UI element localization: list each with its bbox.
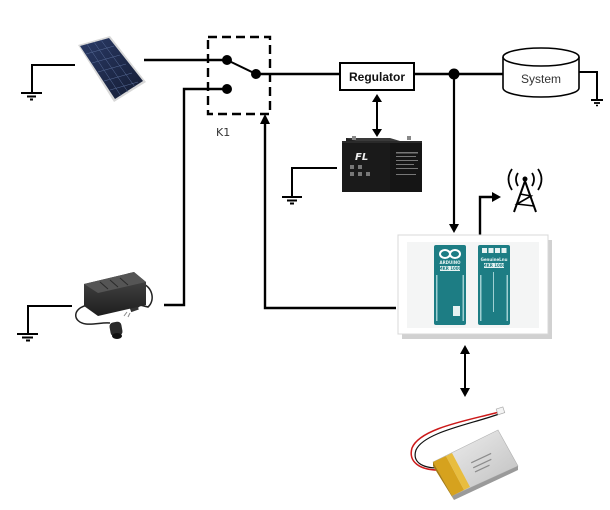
radio-tower-icon: [507, 168, 543, 213]
battery-icon: FL: [342, 136, 422, 192]
board-1-name: ARDUINO: [440, 260, 462, 265]
relay-k1: K1: [206, 35, 272, 139]
genuino-board: GenuineLnu MKR 1000: [478, 245, 510, 325]
system-block: System: [502, 47, 580, 98]
ground-symbol-adapter: [17, 305, 72, 342]
solar-panel-icon: [78, 36, 146, 102]
ground-symbol-battery: [282, 167, 337, 205]
board-1-model: MKR 1000: [439, 266, 462, 271]
battery-brand: FL: [355, 152, 368, 163]
relay-dashed-box: [206, 35, 272, 116]
regulator-battery-arrow: [372, 94, 382, 137]
junction-to-board-arrow: [449, 74, 459, 233]
board-2-model: MKR 1000: [483, 263, 506, 268]
microcontroller-module: ARDUINO MKR 1000 GenuineLnu MKR 1000: [397, 234, 552, 339]
wire-adapter-to-relay: [164, 87, 227, 307]
regulator-label: Regulator: [349, 70, 405, 84]
system-label: System: [521, 72, 561, 86]
arduino-board: ARDUINO MKR 1000: [434, 245, 466, 325]
ac-adapter-icon: [75, 272, 153, 339]
board-lipo-arrow: [460, 345, 470, 397]
board-to-antenna-arrow: [478, 192, 501, 235]
ground-symbol-system: [579, 71, 603, 107]
ground-symbol-solar: [21, 64, 75, 101]
lipo-battery-icon: [410, 406, 519, 500]
regulator-block: Regulator: [339, 62, 415, 91]
relay-label: K1: [216, 126, 230, 139]
infinity-logo: [439, 249, 461, 259]
board-2-name: GenuineLnu: [481, 257, 508, 262]
board-to-relay-control-arrow: [260, 114, 396, 310]
relay-switch-arm: [226, 59, 257, 75]
